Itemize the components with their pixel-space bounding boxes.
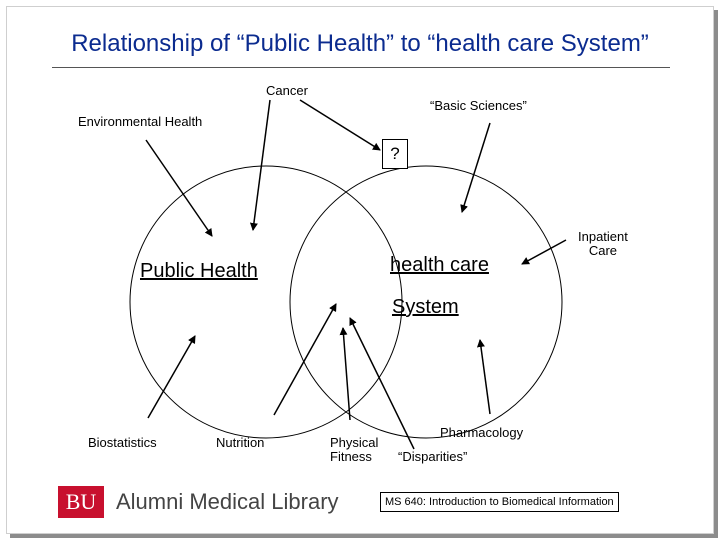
basic-sciences-label: “Basic Sciences” bbox=[430, 98, 527, 113]
title-divider bbox=[52, 67, 670, 68]
arrow-cancer-question bbox=[299, 99, 381, 151]
arrow-nutrition bbox=[273, 303, 337, 416]
slide-frame bbox=[6, 6, 714, 534]
arrow-biostatistics bbox=[147, 335, 196, 419]
library-name: Alumni Medical Library bbox=[116, 489, 339, 514]
slide-title: Relationship of “Public Health” to “heal… bbox=[71, 30, 649, 57]
arrow-physical-fitness bbox=[339, 327, 351, 421]
environmental-health-label: Environmental Health bbox=[78, 114, 203, 129]
course-label: MS 640: Introduction to Biomedical Infor… bbox=[380, 492, 619, 512]
library-logo: BU Alumni Medical Library bbox=[58, 486, 339, 518]
public-health-label: Public Health bbox=[140, 260, 258, 282]
inpatient-care-label: Inpatient Care bbox=[578, 229, 628, 259]
health-care-label: health care bbox=[390, 254, 489, 276]
arrow-disparities bbox=[349, 317, 415, 450]
inpatient-care-line1: Inpatient bbox=[578, 229, 628, 244]
arrow-basic-sciences bbox=[460, 122, 491, 213]
pharmacology-label: Pharmacology bbox=[440, 425, 524, 440]
physical-fitness-line1: Physical bbox=[330, 435, 379, 450]
arrow-cancer-public-health bbox=[249, 99, 271, 231]
system-label: System bbox=[392, 296, 459, 318]
disparities-label: “Disparities” bbox=[398, 449, 468, 464]
cancer-label: Cancer bbox=[266, 83, 308, 98]
physical-fitness-label: Physical Fitness bbox=[330, 435, 379, 465]
physical-fitness-line2: Fitness bbox=[330, 449, 372, 465]
arrow-environmental-health bbox=[145, 139, 213, 237]
inpatient-care-line2: Care bbox=[588, 243, 618, 259]
health-care-system-circle bbox=[289, 165, 563, 439]
bu-logo-mark: BU bbox=[58, 486, 104, 518]
nutrition-label: Nutrition bbox=[216, 435, 265, 450]
question-box: ? bbox=[382, 139, 408, 169]
arrow-pharmacology bbox=[476, 339, 491, 415]
arrow-inpatient-care bbox=[521, 239, 567, 265]
public-health-circle bbox=[129, 165, 403, 439]
biostatistics-label: Biostatistics bbox=[88, 435, 157, 450]
